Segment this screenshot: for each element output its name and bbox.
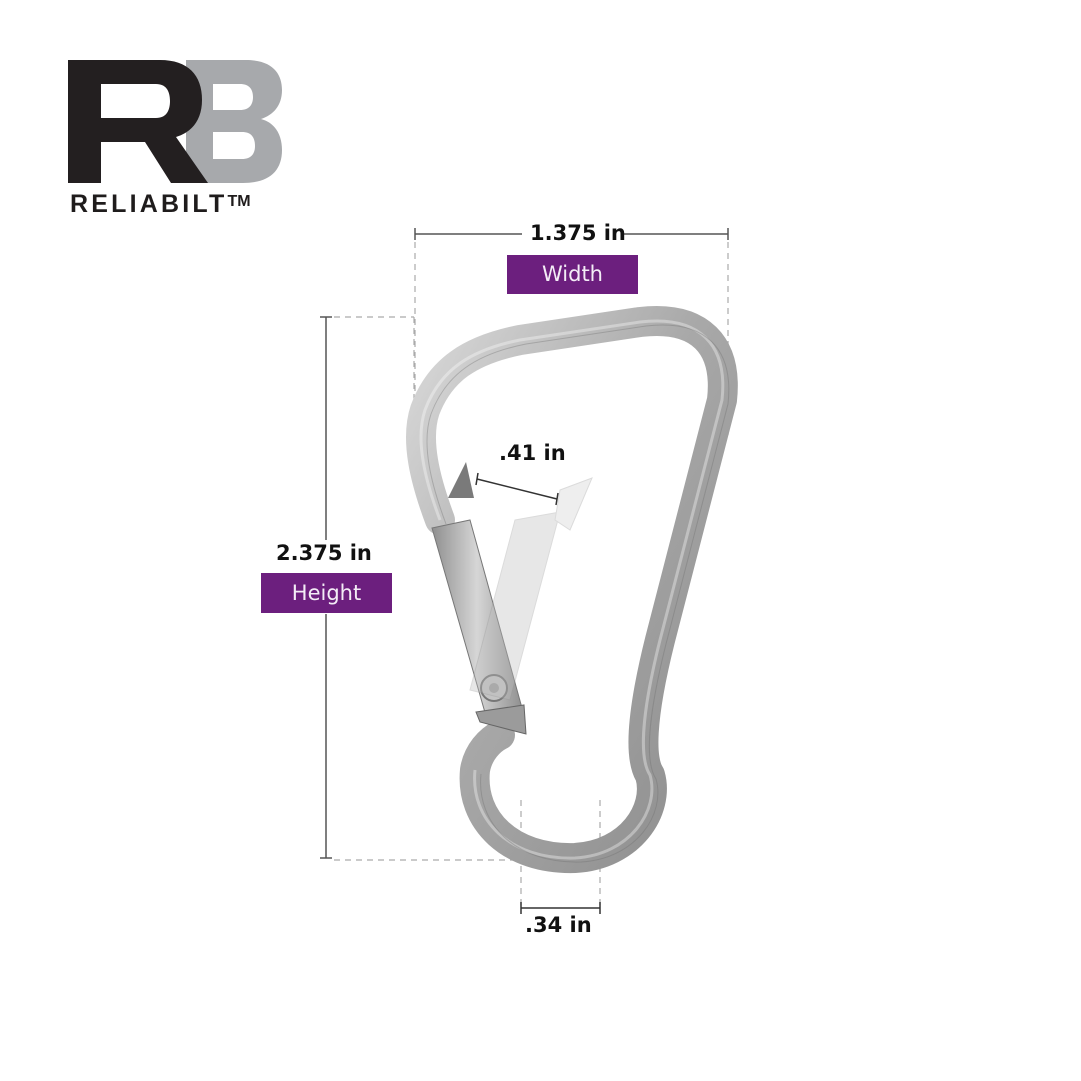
rb-monogram-icon <box>68 60 282 183</box>
height-dimension-line <box>320 316 332 859</box>
gate-opening-value: .41 in <box>499 441 566 465</box>
width-dimension-line <box>414 228 729 240</box>
width-value: 1.375 in <box>530 221 626 245</box>
wire-thickness-value: .34 in <box>525 913 592 937</box>
thickness-dimension-line <box>520 902 601 914</box>
brand-wordmark: RELIABILTTM <box>70 190 251 219</box>
gate-opening-dimension-line <box>475 472 559 506</box>
height-value: 2.375 in <box>276 541 372 565</box>
brand-name: RELIABILT <box>70 190 228 218</box>
trademark-symbol: TM <box>227 193 251 210</box>
height-label: Height <box>261 573 392 613</box>
carabiner-image <box>405 306 738 874</box>
width-label: Width <box>507 255 638 294</box>
brand-logo <box>68 60 318 220</box>
